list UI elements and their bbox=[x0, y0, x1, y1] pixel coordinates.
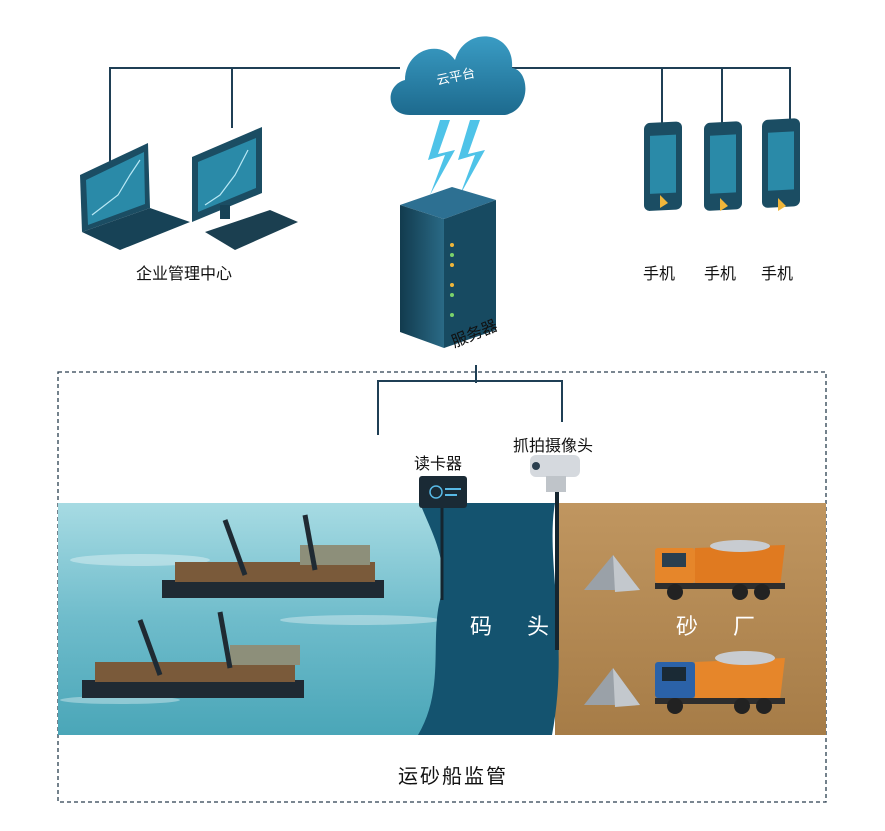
system-label: 运砂船监管 bbox=[398, 764, 508, 788]
server-icon bbox=[400, 187, 496, 348]
phone-icon bbox=[704, 121, 742, 211]
phone-label-3: 手机 bbox=[761, 264, 794, 283]
laptop-icon bbox=[80, 143, 190, 250]
truck-icon bbox=[655, 540, 785, 600]
ship-icon bbox=[162, 514, 384, 598]
sand-pile-icon bbox=[584, 555, 640, 592]
camera-label: 抓拍摄像头 bbox=[513, 436, 594, 455]
ship-icon bbox=[82, 611, 304, 698]
dock-area bbox=[418, 503, 559, 735]
monitor-icon bbox=[192, 127, 298, 250]
phone-label-2: 手机 bbox=[704, 264, 737, 283]
phone-icon bbox=[762, 118, 800, 211]
cloud-icon bbox=[390, 36, 526, 195]
camera-icon bbox=[530, 455, 580, 650]
sand-plant-label: 砂 厂 bbox=[676, 615, 769, 640]
network-lines bbox=[109, 67, 791, 435]
sand-pile-icon bbox=[584, 668, 640, 707]
phone-label-1: 手机 bbox=[643, 264, 676, 283]
card-reader-icon bbox=[419, 476, 467, 600]
truck-icon bbox=[655, 651, 785, 714]
dock-label: 码 头 bbox=[470, 615, 563, 640]
card-reader-label: 读卡器 bbox=[414, 454, 463, 473]
enterprise-label: 企业管理中心 bbox=[136, 264, 233, 283]
phone-icon bbox=[644, 121, 682, 211]
